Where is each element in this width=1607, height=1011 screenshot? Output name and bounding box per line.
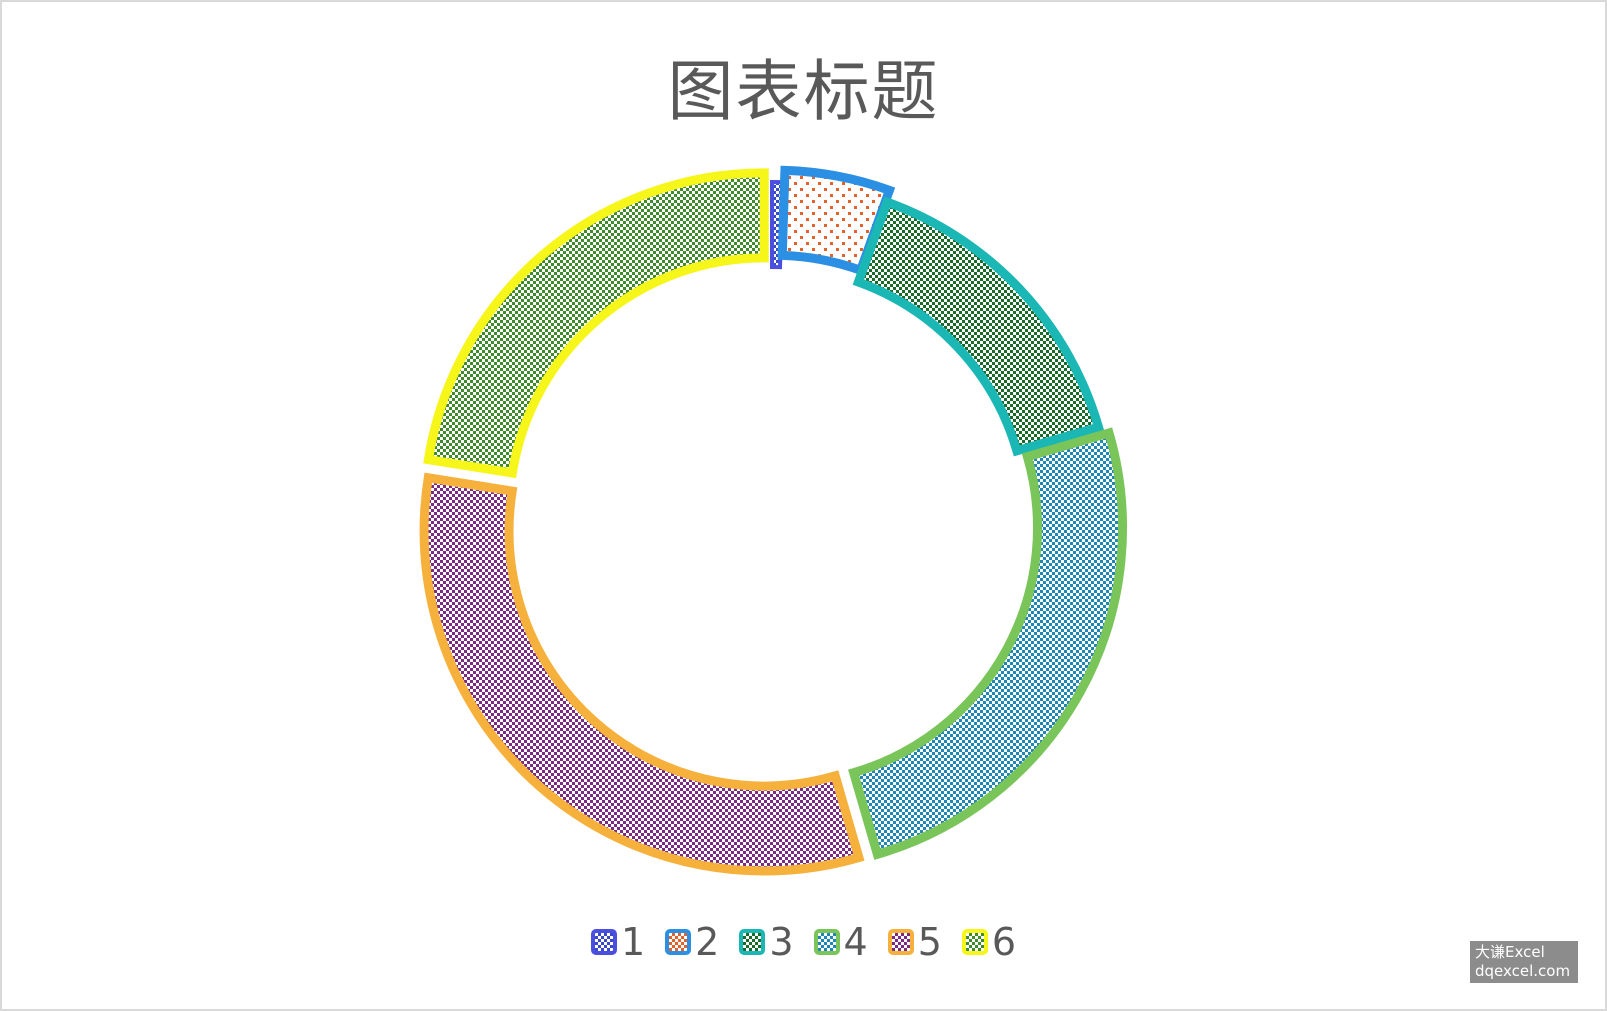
watermark-line2: dqexcel.com: [1475, 962, 1571, 980]
donut-slice-6: [423, 168, 769, 479]
legend-swatch-1: [590, 929, 617, 955]
watermark-line1: 大谦Excel: [1475, 943, 1545, 961]
legend-swatch-5: [887, 929, 914, 955]
legend-label-1: 1: [620, 920, 646, 964]
legend-label-2: 2: [695, 920, 720, 964]
legend-label-5: 5: [917, 920, 942, 964]
legend-label-3: 3: [769, 920, 794, 964]
legend-item-5: 5: [887, 920, 942, 964]
legend-swatch-4: [813, 929, 840, 955]
legend-item-1: 1: [590, 920, 646, 964]
chart-title: 图表标题: [667, 53, 940, 130]
legend-swatch-3: [739, 929, 766, 955]
legend-label-4: 4: [843, 920, 868, 964]
legend: 1 2 3 4 5 6: [2, 922, 1605, 962]
donut-slice-3: [852, 196, 1105, 457]
donut-slice-4: [848, 427, 1127, 860]
legend-swatch-2: [665, 929, 692, 955]
donut-slice-5: [419, 472, 865, 876]
legend-item-4: 4: [813, 920, 868, 964]
legend-item-2: 2: [665, 922, 719, 962]
legend-item-3: 3: [739, 920, 794, 964]
legend-swatch-6: [961, 929, 988, 955]
watermark: 大谦Excel dqexcel.com: [1470, 941, 1578, 983]
legend-item-6: 6: [961, 920, 1017, 964]
legend-label-6: 6: [991, 920, 1017, 964]
